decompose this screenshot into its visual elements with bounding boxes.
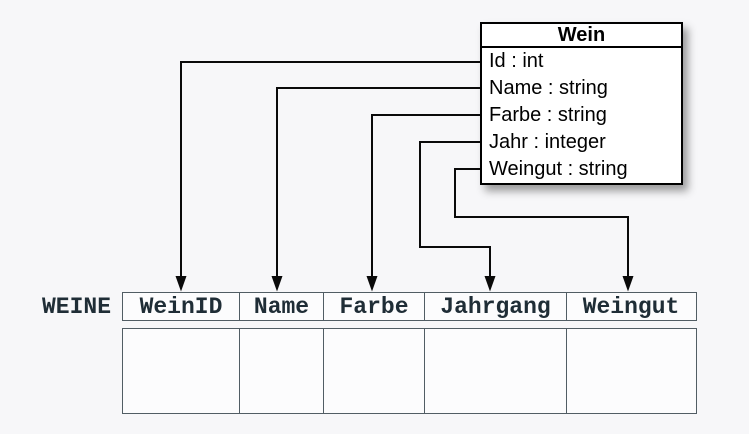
body-cell-weinid — [123, 329, 239, 413]
class-attribute-farbe: Farbe : string — [489, 104, 607, 126]
arrow-name-to-name — [276, 87, 480, 277]
arrowhead-weingut — [622, 276, 634, 292]
arrowhead-weinid — [175, 276, 187, 292]
table-name-label: WEINE — [42, 294, 112, 320]
arrow-farbe-to-farbe — [371, 114, 480, 277]
column-header-name: Name — [239, 293, 323, 320]
arrowhead-farbe — [366, 276, 378, 292]
body-cell-name — [239, 329, 323, 413]
class-attribute-list: Id : int Name : string Farbe : string Ja… — [482, 48, 681, 183]
column-header-farbe: Farbe — [323, 293, 424, 320]
arrow-weingut-to-weingut — [454, 168, 629, 277]
body-cell-jahrgang — [424, 329, 566, 413]
column-header-jahrgang: Jahrgang — [424, 293, 566, 320]
class-attribute-weingut: Weingut : string — [489, 158, 628, 180]
table-header-row: WeinID Name Farbe Jahrgang Weingut — [122, 292, 697, 321]
body-cell-weingut — [566, 329, 695, 413]
body-cell-farbe — [323, 329, 424, 413]
column-header-weinid: WeinID — [139, 293, 223, 320]
table-body-row — [122, 328, 697, 414]
arrow-id-to-weinid — [180, 61, 480, 277]
arrowhead-name — [271, 276, 283, 292]
arrowhead-jahrgang — [484, 276, 496, 292]
class-attribute-name: Name : string — [489, 77, 608, 99]
class-title: Wein — [482, 24, 681, 48]
column-header-weingut: Weingut — [566, 293, 695, 320]
class-attribute-id: Id : int — [489, 50, 544, 72]
class-attribute-jahr: Jahr : integer — [489, 131, 606, 153]
arrow-jahr-to-jahrgang — [419, 141, 491, 277]
uml-class-box-wein: Wein Id : int Name : string Farbe : stri… — [480, 22, 683, 185]
